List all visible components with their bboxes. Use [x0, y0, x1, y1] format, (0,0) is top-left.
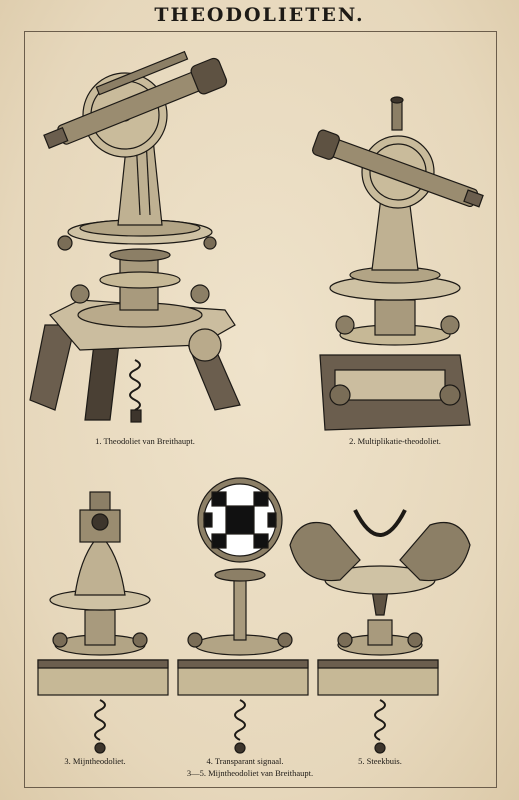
caption-figure-5: 5. Steekbuis.: [358, 756, 402, 766]
caption-group-3-5: 3—5. Mijntheodoliet van Breithaupt.: [186, 768, 314, 778]
caption-figure-3: 3. Mijntheodoliet.: [64, 756, 126, 766]
caption-figure-2: 2. Multiplikatie-theodoliet.: [349, 436, 441, 446]
plate-title: THEODOLIETEN.: [154, 4, 365, 26]
plate-border: [24, 31, 497, 788]
caption-figure-4: 4. Transparant signaal.: [206, 756, 284, 766]
caption-figure-1: 1. Theodoliet van Breithaupt.: [95, 436, 195, 446]
